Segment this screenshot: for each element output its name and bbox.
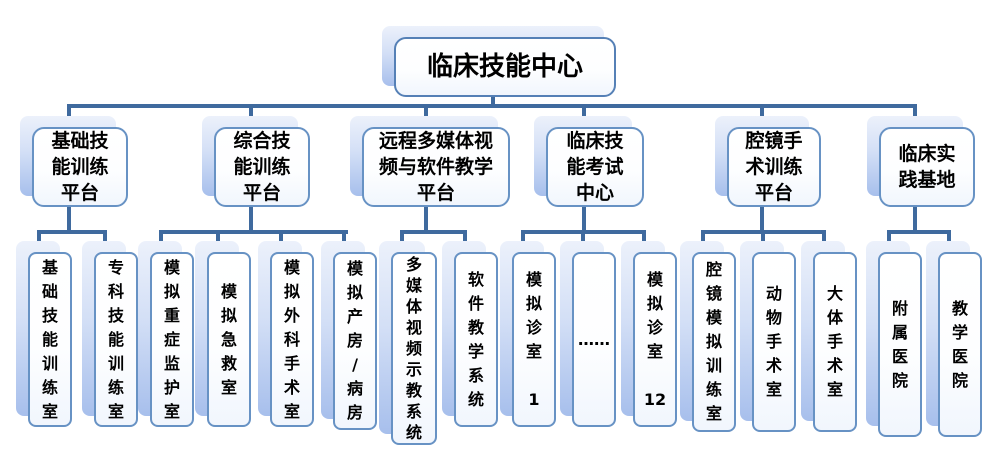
connector	[491, 94, 495, 106]
node-box: 模 拟 急 救 室	[207, 252, 251, 427]
node-box: 远程多媒体视 频与软件教学 平台	[362, 127, 510, 207]
node-comprehensive-skills-platform: 综合技 能训练 平台	[214, 127, 310, 207]
node-cadaver-operating-room: 大 体 手 术 室	[813, 252, 857, 432]
node-box: 基础技 能训练 平台	[32, 127, 128, 207]
node-label: 临床技 能考试 中心	[566, 130, 624, 204]
node-delivery-ward-sim-room: 模 拟 产 房 / 病 房	[333, 252, 377, 430]
node-box: 腔 镜 模 拟 训 练 室	[692, 252, 736, 432]
node-basic-skills-platform: 基础技 能训练 平台	[32, 127, 128, 207]
node-box: ……	[572, 252, 616, 427]
node-box: 大 体 手 术 室	[813, 252, 857, 432]
node-box: 模 拟 重 症 监 护 室	[150, 252, 194, 427]
connector	[760, 205, 764, 234]
node-label: 附 属 医 院	[891, 298, 908, 390]
node-clinical-practice-base: 临床实 践基地	[879, 127, 975, 207]
node-label: 远程多媒体视 频与软件教学 平台	[378, 130, 493, 204]
node-clinical-skills-center: 临床技能中心	[394, 37, 616, 97]
node-label: 综合技 能训练 平台	[233, 130, 291, 204]
node-surgery-sim-room: 模 拟 外 科 手 术 室	[270, 252, 314, 427]
node-remote-multimedia-platform: 远程多媒体视 频与软件教学 平台	[362, 127, 510, 207]
node-label: 临床实 践基地	[898, 143, 956, 191]
connector	[582, 205, 586, 234]
connector	[913, 205, 917, 234]
node-box: 临床实 践基地	[879, 127, 975, 207]
connector	[67, 205, 71, 234]
node-exam-center: 临床技 能考试 中心	[546, 127, 644, 207]
node-box: 专 科 技 能 训 练 室	[94, 252, 138, 427]
node-box: 模 拟 产 房 / 病 房	[333, 252, 377, 430]
node-label: 大 体 手 术 室	[826, 284, 843, 399]
node-exam-room-12: 模 拟 诊 室 12	[633, 252, 677, 427]
node-box: 软 件 教 学 系 统	[454, 252, 498, 427]
node-affiliated-hospital: 附 属 医 院	[878, 252, 922, 437]
connector	[249, 205, 253, 234]
node-box: 模 拟 外 科 手 术 室	[270, 252, 314, 427]
node-box: 动 物 手 术 室	[752, 252, 796, 432]
node-box: 基 础 技 能 训 练 室	[28, 252, 72, 427]
node-label: 腔镜手 术训练 平台	[745, 130, 803, 204]
node-box: 模 拟 诊 室 12	[633, 252, 677, 427]
node-label: 模 拟 诊 室 1	[525, 269, 542, 409]
node-label: ……	[578, 329, 610, 349]
node-endoscopic-surgery-platform: 腔镜手 术训练 平台	[727, 127, 821, 207]
node-label: 基 础 技 能 训 练 室	[41, 257, 58, 421]
connector	[424, 205, 428, 234]
node-label: 腔 镜 模 拟 训 练 室	[705, 260, 722, 423]
node-basic-skills-room: 基 础 技 能 训 练 室	[28, 252, 72, 427]
node-label: 模 拟 外 科 手 术 室	[283, 257, 300, 421]
node-label: 多 媒 体 视 频 示 教 系 统	[405, 255, 422, 442]
node-box: 教 学 医 院	[938, 252, 982, 437]
node-exam-room-ellipsis: ……	[572, 252, 616, 427]
node-box: 附 属 医 院	[878, 252, 922, 437]
connector	[159, 230, 348, 234]
node-label: 专 科 技 能 训 练 室	[107, 257, 124, 421]
node-icu-sim-room: 模 拟 重 症 监 护 室	[150, 252, 194, 427]
node-animal-operating-room: 动 物 手 术 室	[752, 252, 796, 432]
connector	[37, 230, 107, 234]
node-label: 基础技 能训练 平台	[51, 130, 109, 204]
node-box: 综合技 能训练 平台	[214, 127, 310, 207]
node-software-teaching-system: 软 件 教 学 系 统	[454, 252, 498, 427]
node-box: 临床技 能考试 中心	[546, 127, 644, 207]
node-emergency-sim-room: 模 拟 急 救 室	[207, 252, 251, 427]
node-label: 模 拟 重 症 监 护 室	[163, 257, 180, 421]
node-endoscopy-sim-training-room: 腔 镜 模 拟 训 练 室	[692, 252, 736, 432]
node-label: 动 物 手 术 室	[765, 284, 782, 399]
node-label: 软 件 教 学 系 统	[467, 269, 484, 409]
connector	[67, 104, 917, 108]
node-multimedia-demo-system: 多 媒 体 视 频 示 教 系 统	[391, 252, 437, 445]
node-box: 临床技能中心	[394, 37, 616, 97]
connector	[400, 230, 467, 234]
node-exam-room-1: 模 拟 诊 室 1	[512, 252, 556, 427]
node-box: 模 拟 诊 室 1	[512, 252, 556, 427]
node-teaching-hospital: 教 学 医 院	[938, 252, 982, 437]
node-label: 模 拟 急 救 室	[220, 281, 237, 397]
connector	[887, 230, 951, 234]
node-box: 腔镜手 术训练 平台	[727, 127, 821, 207]
node-specialty-skills-room: 专 科 技 能 训 练 室	[94, 252, 138, 427]
node-label: 模 拟 产 房 / 病 房	[346, 259, 363, 422]
node-label: 模 拟 诊 室 12	[643, 269, 667, 409]
node-label: 临床技能中心	[426, 52, 583, 82]
node-label: 教 学 医 院	[951, 298, 968, 390]
node-box: 多 媒 体 视 频 示 教 系 统	[391, 252, 437, 445]
